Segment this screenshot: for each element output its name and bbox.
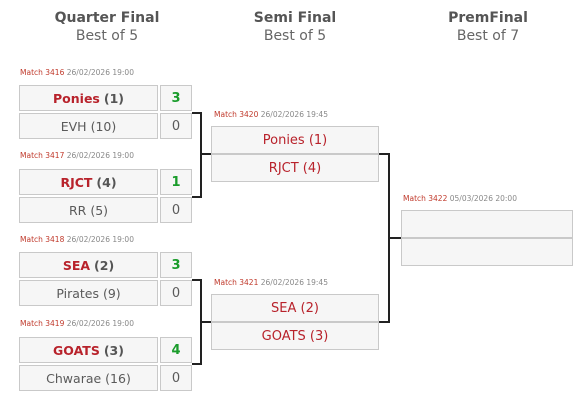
- round-title: PremFinal: [448, 10, 528, 26]
- match-info-3416[interactable]: Match 3416 26/02/2026 19:00: [20, 68, 134, 78]
- bracket-connector: [192, 112, 202, 114]
- match-number: Match 3420: [214, 110, 259, 119]
- match-info-3419[interactable]: Match 3419 26/02/2026 19:00: [20, 319, 134, 329]
- team-chwarae[interactable]: Chwarae (16): [19, 365, 158, 391]
- match-number: Match 3421: [214, 278, 259, 287]
- match-info-3422[interactable]: Match 3422 05/03/2026 20:00: [403, 194, 517, 204]
- match-number: Match 3419: [20, 319, 65, 328]
- match-number: Match 3418: [20, 235, 65, 244]
- team-seed: (1): [103, 90, 124, 106]
- team-name: RR: [68, 202, 87, 218]
- team-rr[interactable]: RR (5): [19, 197, 158, 223]
- bracket-connector: [379, 321, 390, 323]
- semi-team-rjct[interactable]: RJCT (4): [211, 154, 379, 182]
- bracket-connector: [200, 153, 211, 155]
- team-seed: (4): [96, 174, 117, 190]
- team-ponies[interactable]: Ponies (1): [19, 85, 158, 111]
- team-seed: (16): [105, 370, 131, 386]
- match-info-3421[interactable]: Match 3421 26/02/2026 19:45: [214, 278, 328, 288]
- match-info-3420[interactable]: Match 3420 26/02/2026 19:45: [214, 110, 328, 120]
- team-seed: (3): [103, 342, 124, 358]
- match-number: Match 3416: [20, 68, 65, 77]
- team-sea[interactable]: SEA (2): [19, 252, 158, 278]
- match-datetime: 26/02/2026 19:45: [260, 278, 328, 287]
- match-datetime: 05/03/2026 20:00: [449, 194, 517, 203]
- score-ponies: 3: [160, 85, 192, 111]
- match-info-3418[interactable]: Match 3418 26/02/2026 19:00: [20, 235, 134, 245]
- round-subtitle: Best of 5: [75, 28, 139, 44]
- team-rjct[interactable]: RJCT (4): [19, 169, 158, 195]
- team-name: GOATS: [53, 342, 100, 358]
- round-subtitle: Best of 7: [456, 28, 520, 44]
- score-rjct: 1: [160, 169, 192, 195]
- round-title: Quarter Final: [54, 10, 160, 26]
- score-chwarae: 0: [160, 365, 192, 391]
- bracket-connector: [200, 112, 202, 198]
- semi-team-sea[interactable]: SEA (2): [211, 294, 379, 322]
- score-sea: 3: [160, 252, 192, 278]
- bracket-connector: [192, 363, 202, 365]
- match-datetime: 26/02/2026 19:45: [260, 110, 328, 119]
- bracket-connector: [388, 237, 402, 239]
- bracket-connector: [192, 196, 202, 198]
- team-seed: (9): [102, 285, 121, 301]
- match-info-3417[interactable]: Match 3417 26/02/2026 19:00: [20, 151, 134, 161]
- semi-team-goats[interactable]: GOATS (3): [211, 322, 379, 350]
- team-name: Chwarae: [46, 370, 102, 386]
- team-name: Ponies: [53, 90, 100, 106]
- match-number: Match 3417: [20, 151, 65, 160]
- team-goats[interactable]: GOATS (3): [19, 337, 158, 363]
- team-pirates[interactable]: Pirates (9): [19, 280, 158, 306]
- match-datetime: 26/02/2026 19:00: [66, 319, 134, 328]
- final-slot-home[interactable]: [401, 210, 573, 238]
- semi-team-ponies[interactable]: Ponies (1): [211, 126, 379, 154]
- team-seed: (2): [94, 257, 115, 273]
- score-pirates: 0: [160, 280, 192, 306]
- round-header-prem-final: PremFinal Best of 7: [413, 10, 563, 45]
- bracket-connector: [192, 279, 202, 281]
- round-subtitle: Best of 5: [263, 28, 327, 44]
- score-goats: 4: [160, 337, 192, 363]
- round-title: Semi Final: [253, 10, 337, 26]
- team-evh[interactable]: EVH (10): [19, 113, 158, 139]
- bracket-connector: [379, 153, 390, 155]
- team-name: EVH: [60, 118, 87, 134]
- team-seed: (5): [90, 202, 109, 218]
- match-datetime: 26/02/2026 19:00: [66, 68, 134, 77]
- team-name: RJCT: [60, 174, 93, 190]
- score-rr: 0: [160, 197, 192, 223]
- final-slot-away[interactable]: [401, 238, 573, 266]
- round-header-semi-final: Semi Final Best of 5: [220, 10, 370, 45]
- match-datetime: 26/02/2026 19:00: [66, 151, 134, 160]
- score-evh: 0: [160, 113, 192, 139]
- team-name: SEA: [62, 257, 91, 273]
- round-header-quarter-final: Quarter Final Best of 5: [32, 10, 182, 45]
- match-datetime: 26/02/2026 19:00: [66, 235, 134, 244]
- bracket-connector: [200, 321, 211, 323]
- team-seed: (10): [90, 118, 117, 134]
- team-name: Pirates: [56, 285, 99, 301]
- match-number: Match 3422: [403, 194, 448, 203]
